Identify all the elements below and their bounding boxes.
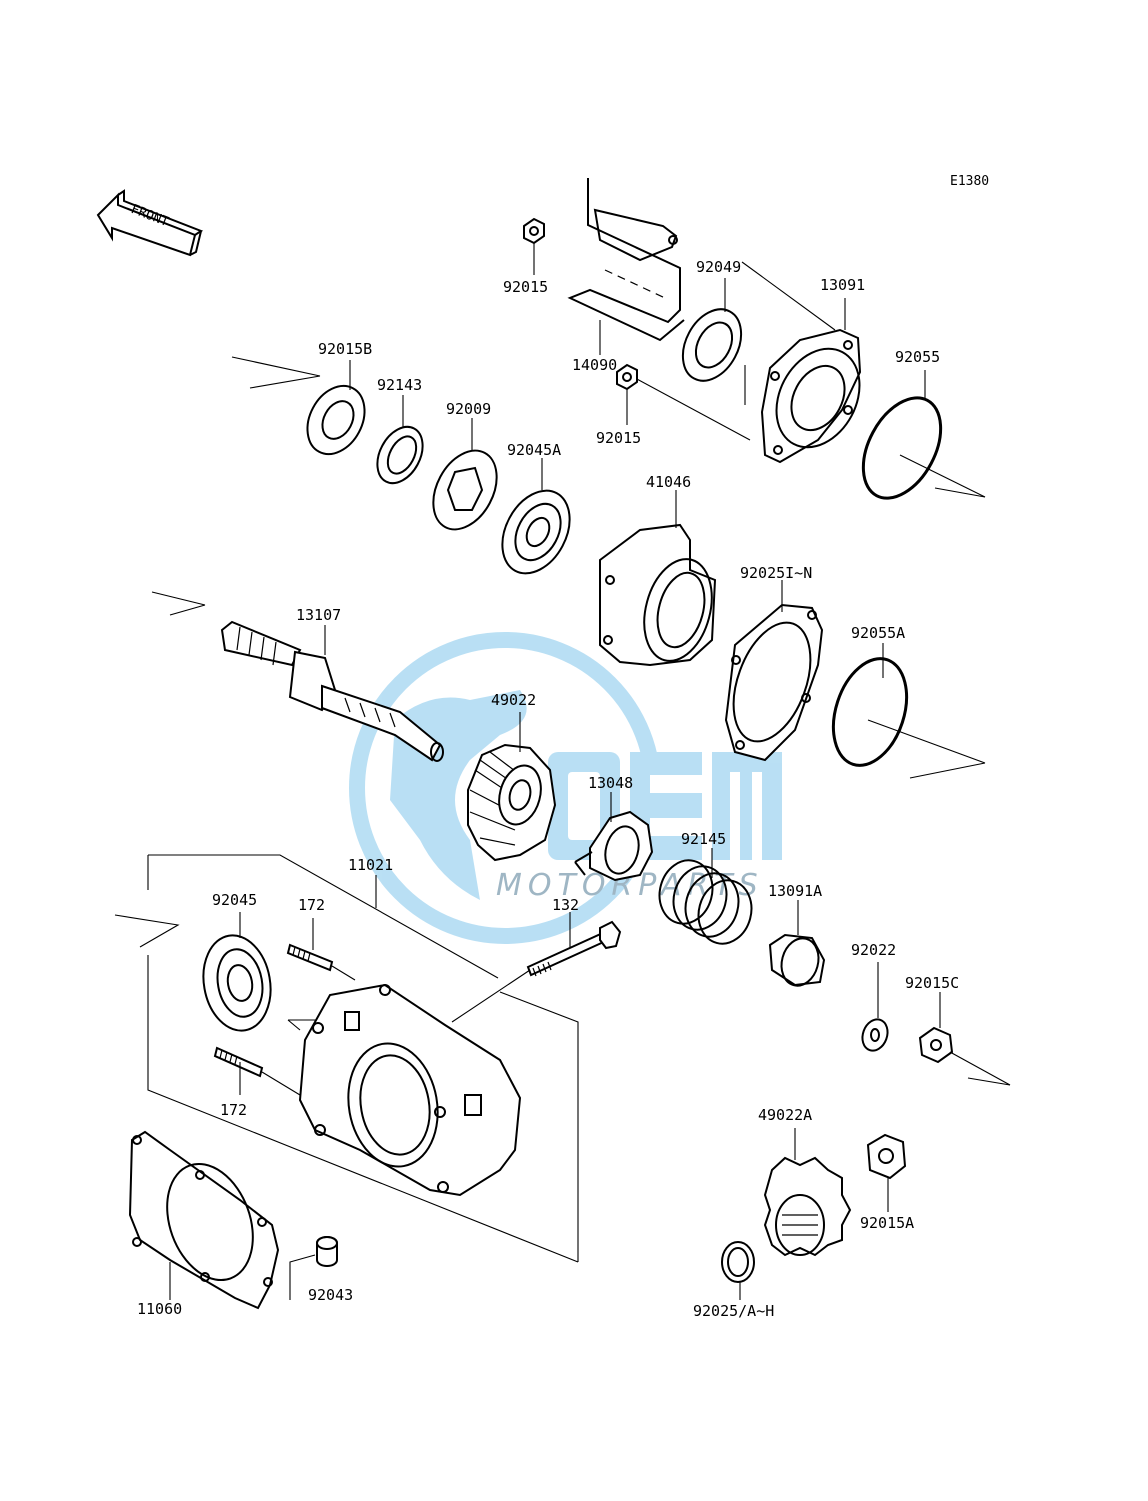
o-ring-part xyxy=(861,370,986,500)
part-label-92022: 92022 xyxy=(851,941,896,959)
bevel-gear-part xyxy=(467,712,557,862)
part-label-11021: 11021 xyxy=(348,856,393,874)
part-label-92015C: 92015C xyxy=(905,974,959,992)
coil-spring-part xyxy=(658,848,753,945)
spacer-part xyxy=(432,418,498,531)
gear-case-bracket xyxy=(114,854,579,1263)
part-label-172-top: 172 xyxy=(298,896,325,914)
part-label-92049: 92049 xyxy=(696,258,741,276)
o-ring-part xyxy=(831,643,986,779)
part-label-92043: 92043 xyxy=(308,1286,353,1304)
part-label-13048: 13048 xyxy=(588,774,633,792)
shim-part xyxy=(721,1241,755,1300)
part-label-92015-mid: 92015 xyxy=(596,429,641,447)
bolt-part xyxy=(451,912,622,1023)
part-label-92145: 92145 xyxy=(681,830,726,848)
dowel-pin-part xyxy=(289,1236,338,1300)
collar-part xyxy=(376,395,424,485)
gasket-part xyxy=(724,580,824,762)
part-label-92143: 92143 xyxy=(377,376,422,394)
part-label-92015B: 92015B xyxy=(318,340,372,358)
bearing-housing-part xyxy=(634,261,862,464)
part-label-92045A: 92045A xyxy=(507,441,561,459)
gear-case-part xyxy=(298,983,522,1197)
part-label-49022: 49022 xyxy=(491,691,536,709)
ball-bearing-part xyxy=(202,912,272,1032)
stud-bolt-part xyxy=(286,918,356,981)
part-label-13091A: 13091A xyxy=(768,882,822,900)
drive-shaft-part xyxy=(151,591,444,762)
collar-part xyxy=(768,900,826,987)
gasket-part xyxy=(128,1130,280,1310)
gear-case-part xyxy=(599,490,717,667)
part-label-132: 132 xyxy=(552,896,579,914)
part-label-13107: 13107 xyxy=(296,606,341,624)
cover-part xyxy=(567,178,685,355)
drive-gear-part xyxy=(763,1128,852,1257)
part-label-92009: 92009 xyxy=(446,400,491,418)
part-label-49022A: 49022A xyxy=(758,1106,812,1124)
washer-part xyxy=(861,962,889,1052)
part-label-41046: 41046 xyxy=(646,473,691,491)
nut-part xyxy=(523,217,545,275)
nut-part xyxy=(616,363,638,425)
watermark-logo xyxy=(349,632,782,944)
part-label-11060: 11060 xyxy=(137,1300,182,1318)
part-label-92055: 92055 xyxy=(895,348,940,366)
part-label-92055A: 92055A xyxy=(851,624,905,642)
lock-nut-part xyxy=(231,356,366,456)
part-label-92025I-N: 92025I~N xyxy=(740,564,812,582)
ball-bearing-part xyxy=(501,458,571,575)
diagram-code: E1380 xyxy=(950,174,989,189)
coupling-part xyxy=(574,792,654,882)
part-label-14090: 14090 xyxy=(572,356,617,374)
front-arrow-icon: FRONT xyxy=(96,189,204,257)
part-label-92015-top: 92015 xyxy=(503,278,548,296)
part-label-92015A: 92015A xyxy=(860,1214,914,1232)
oil-seal-part xyxy=(681,278,743,382)
part-label-172-bot: 172 xyxy=(220,1101,247,1119)
flange-nut-part xyxy=(918,992,1011,1086)
part-label-92025A-H: 92025/A~H xyxy=(693,1302,774,1320)
stud-bolt-part xyxy=(213,1046,301,1096)
part-label-13091: 13091 xyxy=(820,276,865,294)
flange-nut-part xyxy=(866,1133,907,1212)
part-label-92045: 92045 xyxy=(212,891,257,909)
